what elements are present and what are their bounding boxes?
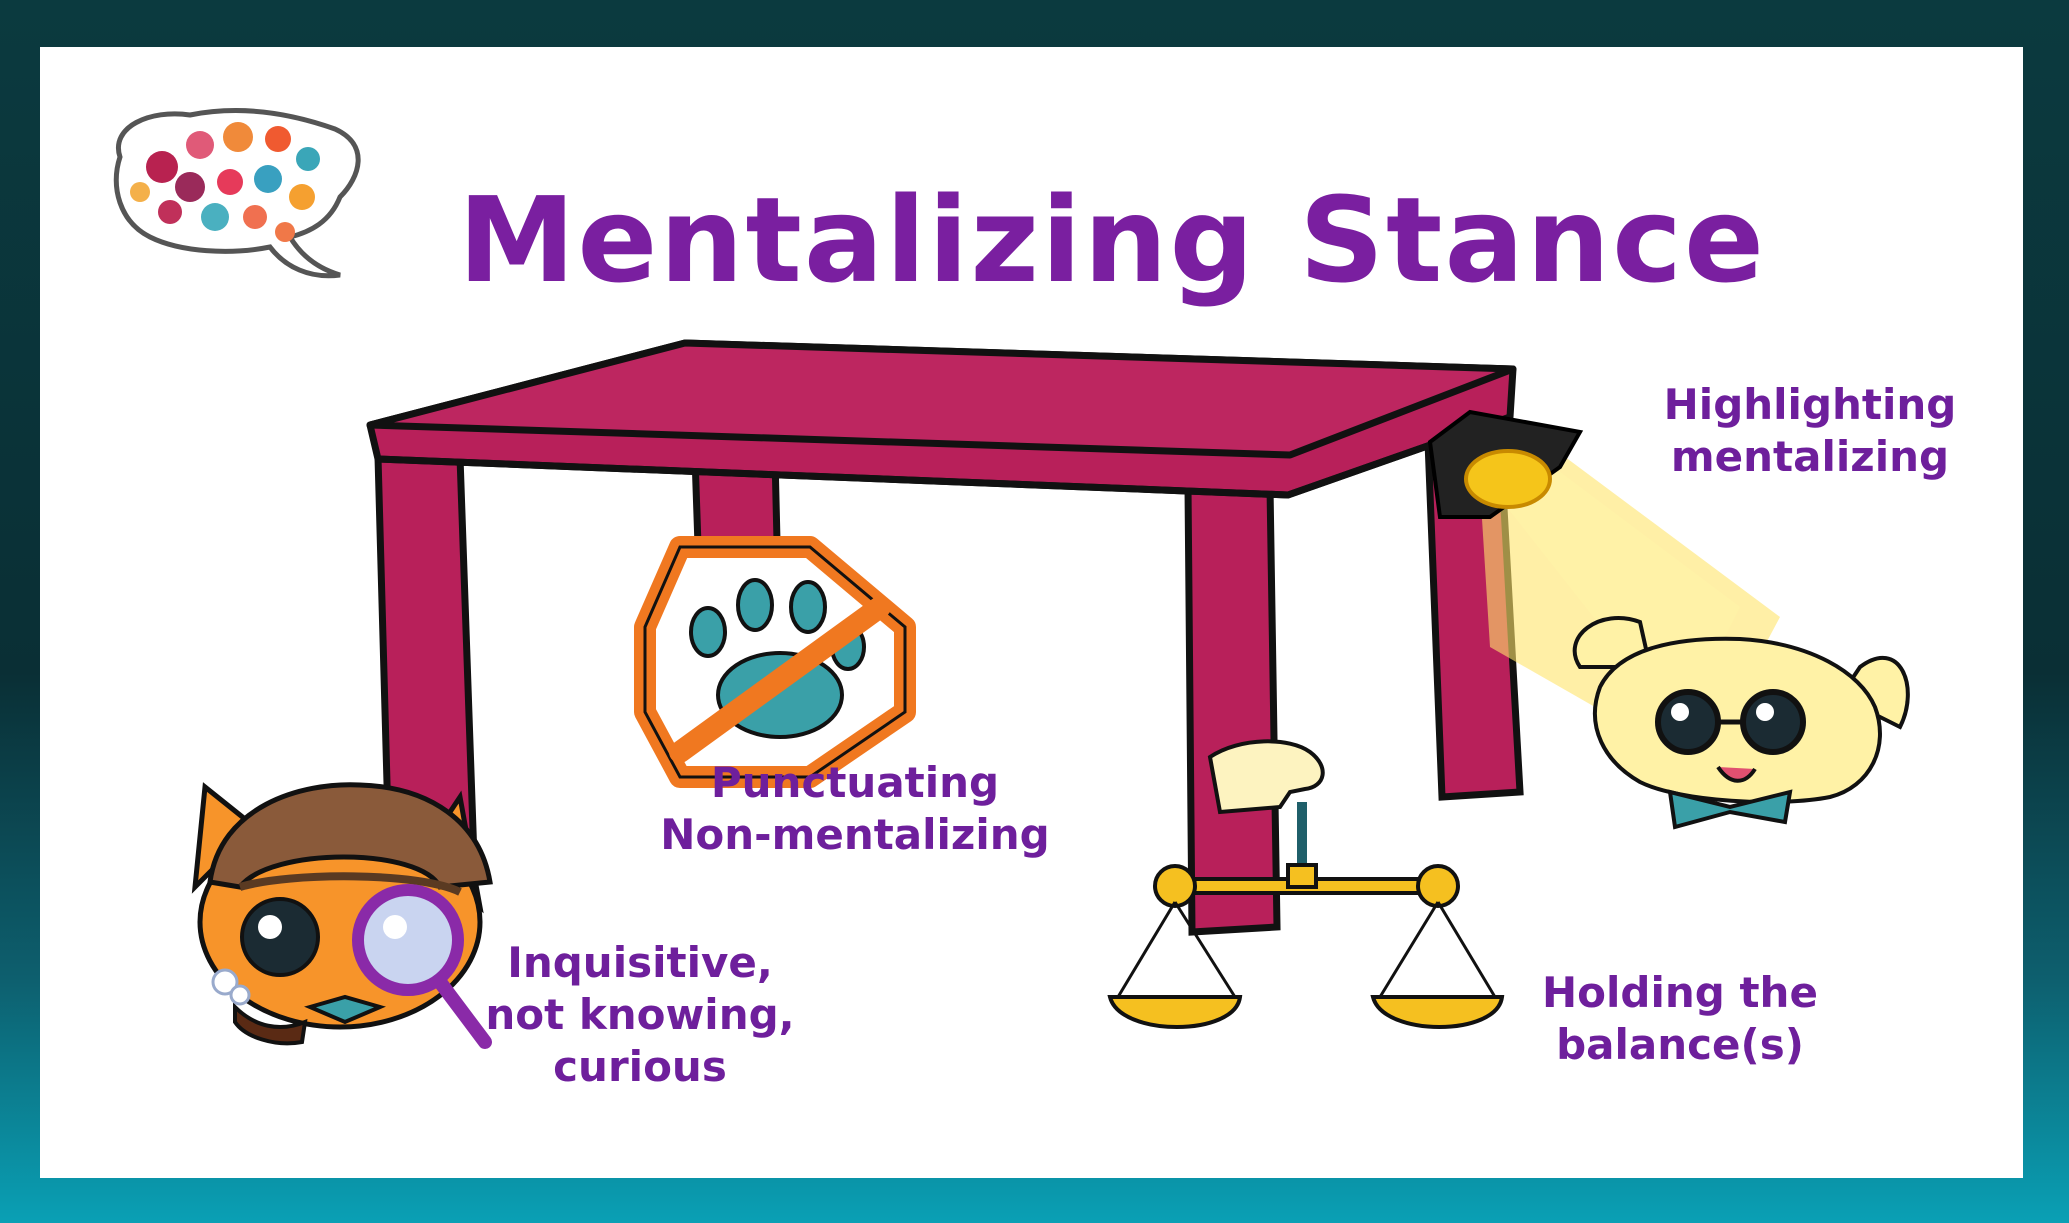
- label-line: curious: [553, 1042, 727, 1091]
- label-line: Highlighting: [1663, 380, 1957, 429]
- label-line: not knowing,: [485, 990, 795, 1039]
- label-line: Punctuating: [710, 758, 1000, 807]
- dog-with-glasses-illustration: [1572, 616, 1910, 830]
- label-line: balance(s): [1556, 1020, 1804, 1069]
- label-punctuating-non-mentalizing: Punctuating Non-mentalizing: [625, 757, 1085, 861]
- slide-illustration: [113, 108, 1910, 1049]
- label-line: Holding the: [1542, 968, 1818, 1017]
- label-inquisitive: Inquisitive, not knowing, curious: [450, 937, 830, 1093]
- no-paw-sign-icon: [634, 536, 916, 788]
- page-title: Mentalizing Stance: [458, 171, 1767, 309]
- label-line: Inquisitive,: [507, 938, 773, 987]
- balance-scale-icon: [1107, 739, 1505, 1029]
- speech-bubbles-brain-icon: [113, 108, 361, 279]
- label-line: mentalizing: [1670, 432, 1950, 481]
- table-illustration: [366, 339, 1524, 936]
- label-line: Non-mentalizing: [660, 810, 1050, 859]
- label-highlighting-mentalizing: Highlighting mentalizing: [1620, 379, 2000, 483]
- label-holding-balances: Holding the balance(s): [1490, 967, 1870, 1071]
- slide-canvas: Mentalizing Stance Highlighting mentaliz…: [40, 47, 2023, 1178]
- detective-cat-illustration: [191, 782, 493, 1049]
